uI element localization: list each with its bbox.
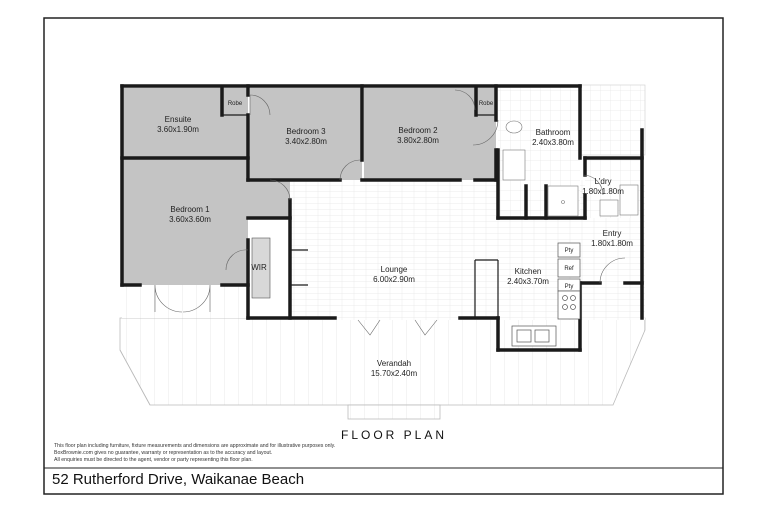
bedroom2-dims: 3.80x2.80m [397, 136, 439, 145]
bathroom-dims: 2.40x3.80m [532, 138, 574, 147]
kitchen-label: Kitchen [515, 267, 542, 276]
walls [120, 84, 644, 352]
disclaimer-line: BoxBrownie.com gives no guarantee, warra… [54, 450, 273, 456]
door-swings [154, 89, 626, 336]
bedroom3-room [250, 88, 362, 180]
bathroom-fixtures [502, 120, 579, 217]
bedroom1-label: Bedroom 1 [170, 205, 210, 214]
entry-label: Entry [603, 229, 622, 238]
deck-area [579, 84, 646, 156]
ensuite-room [122, 88, 248, 158]
disclaimer-line: This floor plan including furniture, fix… [54, 443, 336, 449]
laundry-dims: 1.80x1.80m [582, 187, 624, 196]
kitchen-fixtures [511, 242, 581, 347]
deck-under-bedroom1 [122, 285, 247, 318]
kitchen-dims: 2.40x3.70m [507, 277, 549, 286]
entry-floor [585, 218, 642, 283]
laundry-fixtures [599, 184, 639, 217]
wir-shelf [251, 237, 271, 299]
disclaimer: This floor plan including furniture, fix… [54, 443, 474, 464]
lounge-dims: 6.00x2.90m [373, 275, 415, 284]
robe-label-right: Robe [479, 101, 494, 107]
wir-label: WIR [251, 263, 267, 272]
fridge-label: Ref [564, 266, 574, 272]
outer-border [43, 17, 724, 495]
bedroom1-dims: 3.60x3.60m [169, 215, 211, 224]
verandah-dims: 15.70x2.40m [371, 369, 418, 378]
bedroom3-label: Bedroom 3 [286, 127, 326, 136]
verandah-label: Verandah [377, 359, 411, 368]
pantry-label-top: Pty [565, 248, 574, 254]
plan-title: FLOOR PLAN [341, 428, 447, 442]
entry-dims: 1.80x1.80m [591, 239, 633, 248]
bedroom2-label: Bedroom 2 [398, 126, 438, 135]
disclaimer-line: All enquiries must be directed to the ag… [54, 457, 253, 463]
lounge-label: Lounge [381, 265, 408, 274]
ensuite-dims: 3.60x1.90m [157, 125, 199, 134]
laundry-label: L'dry [594, 177, 611, 186]
thin-walls [222, 114, 499, 318]
robe-label-left: Robe [228, 101, 243, 107]
bedroom3-dims: 3.40x2.80m [285, 137, 327, 146]
property-address: 52 Rutherford Drive, Waikanae Beach [52, 471, 305, 488]
pantry-label-bottom: Pty [565, 284, 574, 290]
ensuite-label: Ensuite [165, 115, 192, 124]
bathroom-label: Bathroom [536, 128, 571, 137]
